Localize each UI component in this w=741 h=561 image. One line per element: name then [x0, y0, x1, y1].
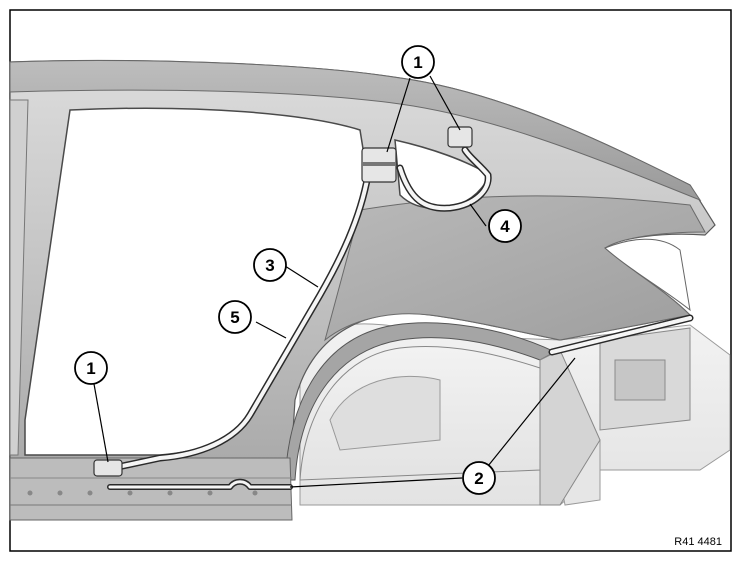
callout-label: 1	[86, 359, 95, 378]
sealing-strips	[100, 146, 694, 490]
callout-label: 3	[265, 256, 274, 275]
callout-label: 5	[230, 308, 239, 327]
reference-code: R41 4481	[674, 536, 722, 548]
callout-3: 3	[253, 248, 287, 282]
callout-1-top: 1	[401, 45, 435, 79]
roof-rail	[9, 60, 702, 202]
quarter-window-opening	[394, 139, 491, 210]
rocker-holes	[27, 490, 258, 496]
callout-5: 5	[218, 300, 252, 334]
callout-1-bottom: 1	[74, 351, 108, 385]
clips	[93, 126, 473, 477]
rear-panel-window	[614, 359, 666, 401]
callout-label: 2	[474, 469, 483, 488]
callout-4: 4	[488, 209, 522, 243]
clip-upper-b	[447, 126, 473, 148]
tail-light-opening	[604, 238, 691, 312]
clip-lower	[93, 459, 123, 477]
callout-2: 2	[462, 461, 496, 495]
wheel-house-inner	[329, 375, 441, 451]
leader-lines	[93, 75, 576, 488]
callout-label: 1	[413, 53, 422, 72]
callout-label: 4	[500, 217, 510, 236]
b-pillar	[9, 99, 29, 456]
